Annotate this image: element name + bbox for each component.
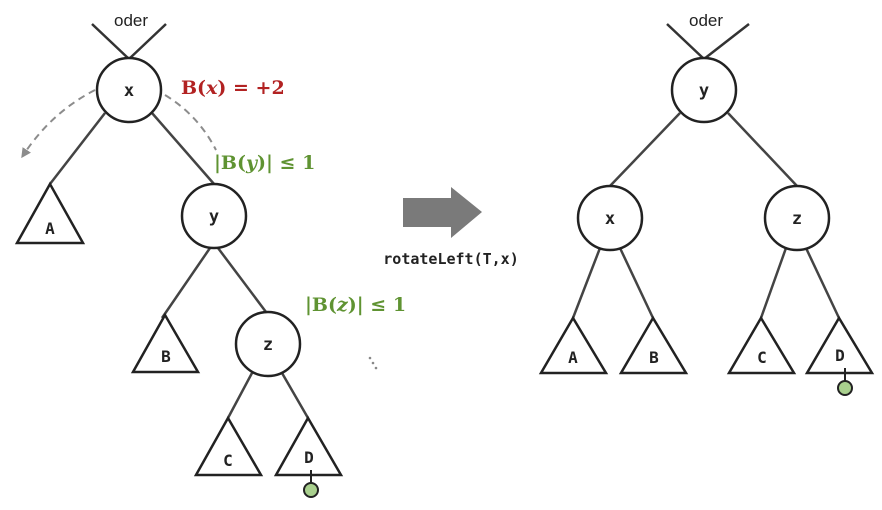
balance-y-annotation: |B(y)| ≤ 1 bbox=[214, 152, 315, 174]
subtree-c-triangle bbox=[193, 415, 264, 477]
left-parent-edge-1 bbox=[91, 23, 130, 60]
dashed-rotation-arrow-right bbox=[164, 94, 217, 151]
node-x-circle bbox=[95, 56, 163, 124]
edge-x-a bbox=[49, 112, 106, 185]
node-x-label: x bbox=[124, 81, 134, 101]
subtree-d-right-label: D bbox=[835, 346, 845, 365]
ellipsis-dots bbox=[368, 356, 378, 370]
left-leaf-marker-dot bbox=[303, 482, 319, 498]
subtree-b-label: B bbox=[161, 347, 171, 366]
subtree-d-right-triangle bbox=[804, 315, 875, 375]
node-x-right-circle bbox=[576, 184, 644, 252]
subtree-a-label: A bbox=[45, 219, 55, 238]
node-z-right-label: z bbox=[792, 209, 802, 229]
left-oder-label: oder bbox=[114, 11, 148, 30]
subtree-c-label: C bbox=[223, 451, 233, 470]
subtree-a-right-label: A bbox=[568, 348, 578, 367]
dashed-rotation-arrow-left bbox=[21, 89, 96, 159]
node-y-circle bbox=[180, 182, 248, 250]
subtree-a-right-triangle bbox=[538, 315, 609, 375]
edge-y-x-right bbox=[609, 112, 681, 187]
edge-y-z-right bbox=[727, 112, 798, 187]
node-z-right-circle bbox=[763, 184, 831, 252]
edge-y-z bbox=[217, 247, 267, 313]
subtree-a-triangle bbox=[14, 181, 86, 245]
edge-z-c-right bbox=[759, 247, 788, 319]
edge-y-b bbox=[160, 247, 212, 319]
edge-x-a-right bbox=[571, 247, 602, 319]
node-y-label: y bbox=[209, 207, 219, 227]
node-z-label: z bbox=[263, 335, 273, 355]
edge-z-d bbox=[280, 372, 310, 419]
edge-x-b-right bbox=[618, 247, 655, 319]
left-tree: oder x y z A B C D B(x) bbox=[14, 11, 406, 498]
subtree-d-label: D bbox=[304, 448, 314, 467]
subtree-c-right-triangle bbox=[726, 315, 797, 375]
right-tree: oder y x z A B C D bbox=[538, 11, 875, 396]
subtree-b-triangle bbox=[130, 312, 201, 374]
rotation-arrow bbox=[403, 187, 482, 238]
right-parent-edge-1 bbox=[666, 23, 705, 60]
node-z-circle bbox=[234, 310, 302, 378]
subtree-b-right-label: B bbox=[649, 348, 659, 367]
balance-x-annotation: B(x) = +2 bbox=[181, 77, 285, 99]
balance-z-annotation: |B(z)| ≤ 1 bbox=[305, 294, 406, 316]
rotate-left-operation: rotateLeft(T,x) bbox=[383, 250, 518, 268]
node-x-right-label: x bbox=[605, 209, 615, 229]
subtree-b-right-triangle bbox=[618, 315, 689, 375]
subtree-c-right-label: C bbox=[757, 348, 767, 367]
edge-x-y bbox=[151, 112, 215, 185]
edge-z-c bbox=[226, 372, 254, 419]
node-y-right-circle bbox=[670, 56, 738, 124]
left-parent-edge-2 bbox=[128, 23, 167, 60]
node-y-right-label: y bbox=[699, 81, 709, 101]
right-arrow-icon bbox=[403, 187, 482, 238]
subtree-d-triangle bbox=[273, 415, 344, 477]
right-oder-label: oder bbox=[689, 11, 723, 30]
edge-z-d-right bbox=[804, 247, 841, 319]
right-leaf-marker-dot bbox=[837, 380, 853, 396]
right-parent-edge-2 bbox=[703, 23, 750, 60]
